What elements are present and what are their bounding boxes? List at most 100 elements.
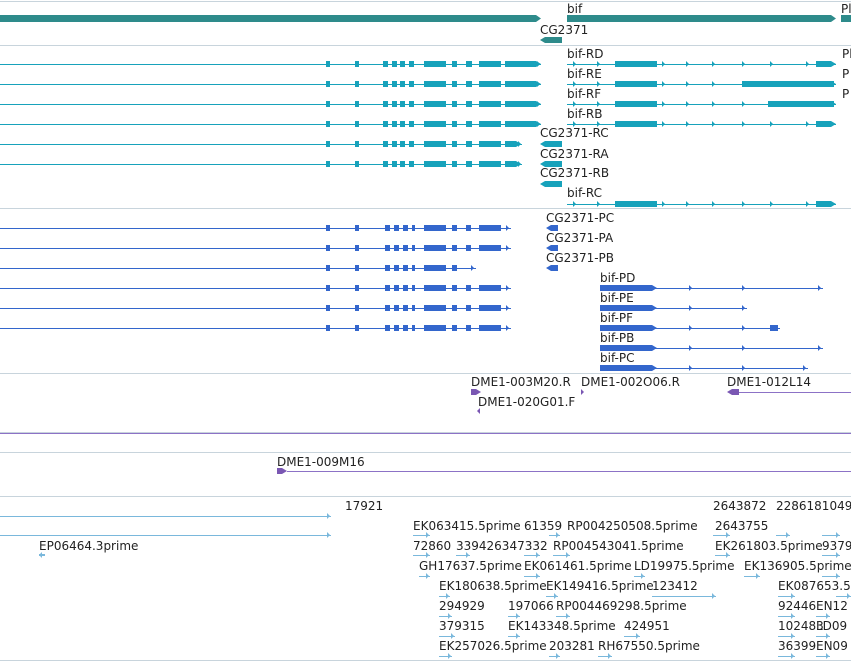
protein-label-bif-pf[interactable]: bif-PF — [600, 311, 633, 325]
exon-block — [409, 61, 414, 67]
est-label[interactable]: LD09 — [816, 619, 848, 633]
est-label[interactable]: 2643755 — [715, 519, 769, 533]
est-label[interactable]: LD19975.5prime — [634, 559, 735, 573]
exon-block — [394, 245, 399, 251]
right-strand-marker — [566, 552, 569, 558]
right-strand-marker — [426, 573, 429, 579]
probe-label-dme1-009m16[interactable]: DME1-009M16 — [277, 455, 365, 469]
right-strand-marker — [770, 61, 773, 67]
est-label[interactable]: 197066 — [508, 599, 554, 613]
est-label[interactable]: EK149416.5prime — [546, 579, 654, 593]
right-strand-marker — [756, 573, 759, 579]
exon-block — [466, 61, 472, 67]
right-strand-marker — [742, 121, 745, 127]
exon-arrow — [600, 305, 657, 311]
est-label[interactable]: EK143348.5prime — [508, 619, 616, 633]
transcript-label-bif-re[interactable]: bif-RE — [567, 67, 602, 81]
transcript-label-p-1[interactable]: P — [842, 67, 850, 81]
est-label[interactable]: RP004250508.5prime — [567, 519, 698, 533]
exon-arrow — [600, 365, 657, 371]
exon-block — [412, 245, 415, 251]
transcript-label-bif-rb[interactable]: bif-RB — [567, 107, 603, 121]
est-label[interactable]: 123412 — [652, 579, 698, 593]
est-block — [39, 554, 45, 556]
transcript-label-pl[interactable]: Pl — [842, 47, 851, 61]
est-label[interactable]: 9379 — [822, 539, 851, 553]
transcript-label-bif-rd[interactable]: bif-RD — [567, 47, 604, 61]
transcript-label-cg2371-rc[interactable]: CG2371-RC — [540, 126, 609, 140]
right-strand-marker — [537, 81, 540, 87]
est-label[interactable]: 61359 — [524, 519, 563, 533]
transcript-label-bif-rf[interactable]: bif-RF — [567, 87, 602, 101]
right-strand-marker — [636, 633, 639, 639]
est-label[interactable]: EK136905.5prime — [744, 559, 851, 573]
transcript-label-cg2371-ra[interactable]: CG2371-RA — [540, 147, 609, 161]
probe-label-dme1-020g01[interactable]: DME1-020G01.F — [478, 395, 576, 409]
est-label[interactable]: 72860 — [413, 539, 452, 553]
probe-label-dme1-003m20[interactable]: DME1-003M20.R — [471, 375, 571, 389]
protein-label-bif-pc[interactable]: bif-PC — [600, 351, 635, 365]
exon-block — [326, 225, 330, 231]
exon-arrow — [505, 141, 521, 147]
est-label[interactable]: 102483 — [778, 619, 824, 633]
est-label[interactable]: 2643872 — [713, 499, 767, 513]
right-strand-marker — [726, 532, 729, 538]
transcript-label-p-2[interactable]: P — [842, 87, 850, 101]
est-label[interactable]: EK063415.5prime — [413, 519, 521, 533]
est-label[interactable]: 17921 — [345, 499, 384, 513]
est-label[interactable]: EK180638.5prime — [439, 579, 547, 593]
protein-label-cg2371-pc[interactable]: CG2371-PC — [546, 211, 615, 225]
gene-label-bif[interactable]: bif — [567, 2, 583, 16]
probe-label-dme1-002o06[interactable]: DME1-002O06.R — [581, 375, 680, 389]
right-strand-marker — [742, 81, 745, 87]
est-label[interactable]: 379315 — [439, 619, 485, 633]
gene-label-pl[interactable]: Pl — [841, 2, 851, 16]
right-strand-marker — [742, 285, 745, 291]
est-label[interactable]: EK257026.5prime — [439, 639, 547, 653]
protein-label-bif-pe[interactable]: bif-PE — [600, 291, 634, 305]
right-strand-marker — [791, 613, 794, 619]
exon-block — [383, 161, 388, 167]
est-label[interactable]: 92446 — [778, 599, 817, 613]
protein-label-cg2371-pb[interactable]: CG2371-PB — [546, 251, 615, 265]
est-label[interactable]: EN09 — [816, 639, 848, 653]
gene-label-cg2371[interactable]: CG2371 — [540, 23, 589, 37]
protein-label-cg2371-pa[interactable]: CG2371-PA — [546, 231, 614, 245]
est-label[interactable]: GH17637.5prime — [419, 559, 522, 573]
right-strand-marker — [712, 61, 715, 67]
est-label[interactable]: EK061461.5prime — [524, 559, 632, 573]
exon-block — [355, 265, 359, 271]
est-label[interactable]: RP004469298.5prime — [556, 599, 687, 613]
est-label[interactable]: 36399 — [778, 639, 817, 653]
exon-block — [326, 265, 330, 271]
exon-block — [383, 141, 388, 147]
est-label[interactable]: 2286181049 — [776, 499, 851, 513]
right-strand-marker — [742, 201, 745, 207]
protein-label-bif-pd[interactable]: bif-PD — [600, 271, 636, 285]
est-label[interactable]: RP004543041.5prime — [553, 539, 684, 553]
est-label[interactable]: EK087653.5 — [778, 579, 851, 593]
probe-label-dme1-012l14[interactable]: DME1-012L14 — [727, 375, 811, 389]
protein-label-bif-pb[interactable]: bif-PB — [600, 331, 635, 345]
exon-block — [466, 305, 471, 311]
exon-block — [392, 161, 397, 167]
est-label[interactable]: EN12 — [816, 599, 848, 613]
est-label[interactable]: EP06464.3prime — [39, 539, 139, 553]
right-strand-marker — [686, 101, 689, 107]
est-label[interactable]: EK261803.5prime — [715, 539, 823, 553]
est-label[interactable]: 294929 — [439, 599, 485, 613]
est-label[interactable]: RH67550.5prime — [598, 639, 700, 653]
exon-block — [400, 121, 405, 127]
exon-block — [400, 101, 405, 107]
right-strand-marker — [448, 653, 451, 659]
right-strand-marker — [573, 201, 576, 207]
est-label[interactable]: 203281 — [549, 639, 595, 653]
transcript-label-cg2371-rb[interactable]: CG2371-RB — [540, 166, 610, 180]
exon-cg2371-ra — [540, 161, 562, 167]
exon-block — [424, 285, 446, 291]
right-strand-marker — [451, 633, 454, 639]
est-label[interactable]: 424951 — [624, 619, 670, 633]
transcript-label-bif-rc[interactable]: bif-RC — [567, 186, 602, 200]
exon-block — [466, 121, 472, 127]
est-label[interactable]: 339426347332 — [456, 539, 548, 553]
